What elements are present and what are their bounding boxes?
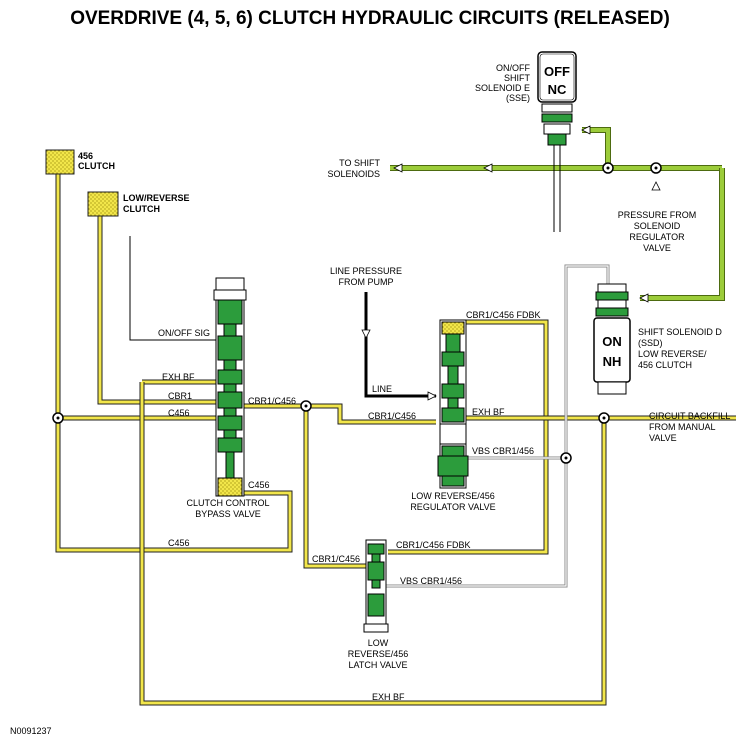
on-off-sig-line (129, 236, 218, 341)
to-shift-label-2: SOLENOIDS (327, 169, 380, 179)
low-reverse-456-latch-valve (363, 539, 389, 633)
sse-nc-text: NC (548, 82, 567, 97)
low-reverse-456-regulator-valve (437, 319, 469, 489)
latch-label-3: LATCH VALVE (348, 660, 407, 670)
junction-nodes (52, 400, 610, 464)
ssd-on-text: ON (602, 334, 622, 349)
sse-label-1: ON/OFF (496, 63, 530, 73)
clutch-456-label: 456 (78, 151, 93, 161)
exh-bf-mid-label: EXH BF (472, 407, 505, 417)
labels: ON/OFF SHIFT SOLENOID E (SSE) TO SHIFT S… (10, 63, 730, 736)
pfsr-label-1: PRESSURE FROM (618, 210, 697, 220)
clutch-456-label-2: CLUTCH (78, 161, 115, 171)
lrr-label-2: REGULATOR VALVE (410, 502, 495, 512)
line-pressure-label-2: FROM PUMP (339, 277, 394, 287)
ccb-label-2: BYPASS VALVE (195, 509, 261, 519)
c456-bypass-label: C456 (248, 480, 270, 490)
cbr1-c456-label: CBR1/C456 (248, 396, 296, 406)
ccb-label-1: CLUTCH CONTROL (186, 498, 269, 508)
ssd-nh-text: NH (603, 354, 622, 369)
cbr1-circuit-line (97, 214, 218, 405)
cbr1-c456-fdbk-label: CBR1/C456 FDBK (466, 310, 541, 320)
shift-solenoid-d: ON NH (593, 283, 631, 395)
sse-exhaust-line (553, 145, 561, 232)
clutch-456-box (45, 149, 75, 175)
to-shift-label-1: TO SHIFT (339, 158, 380, 168)
latch-label-1: LOW (368, 638, 389, 648)
solenoid-circuit (390, 127, 725, 301)
latch-label-2: REVERSE/456 (348, 649, 409, 659)
exh-bf-bottom-label: EXH BF (372, 692, 405, 702)
line-label: LINE (372, 384, 392, 394)
c456-label: C456 (168, 408, 190, 418)
sse-off-text: OFF (544, 64, 570, 79)
ssd-label-4: 456 CLUTCH (638, 360, 692, 370)
pfsr-label-3: REGULATOR (629, 232, 685, 242)
cbr1-c456-fdbk-label-2: CBR1/C456 FDBK (396, 540, 471, 550)
c456-bottom-label: C456 (168, 538, 190, 548)
on-off-sig-label: ON/OFF SIG (158, 328, 210, 338)
sse-label-2: SHIFT (504, 73, 531, 83)
low-reverse-clutch-label-2: CLUTCH (123, 204, 160, 214)
low-reverse-clutch-label: LOW/REVERSE (123, 193, 190, 203)
exh-bf-top-label: EXH BF (162, 372, 195, 382)
fdbk-line (388, 319, 549, 555)
vbs-line (466, 264, 610, 460)
low-reverse-clutch-box (87, 191, 119, 217)
shift-solenoid-e: OFF NC (537, 51, 577, 146)
backfill-label-2: FROM MANUAL (649, 422, 716, 432)
vbs-line-2 (382, 458, 568, 588)
backfill-label-1: CIRCUIT BACKFILL (649, 411, 730, 421)
vbs-cbr1-456-label-2: VBS CBR1/456 (400, 576, 462, 586)
ssd-label-1: SHIFT SOLENOID D (638, 327, 722, 337)
figure-id: N0091237 (10, 726, 52, 736)
ssd-label-2: (SSD) (638, 338, 663, 348)
clutch-circuits (55, 172, 736, 706)
cbr1-c456-label-2: CBR1/C456 (368, 411, 416, 421)
pfsr-label-2: SOLENOID (634, 221, 681, 231)
vbs-cbr1-456-label: VBS CBR1/456 (472, 446, 534, 456)
line-pressure-line (364, 292, 436, 398)
lrr-label-1: LOW REVERSE/456 (411, 491, 495, 501)
clutch-control-bypass-valve (213, 277, 247, 497)
line-pressure-label-1: LINE PRESSURE (330, 266, 402, 276)
cbr1-c456-latch-label: CBR1/C456 (312, 554, 360, 564)
pfsr-label-4: VALVE (643, 243, 671, 253)
cbr1-c456-latch-line (303, 406, 368, 569)
sse-label-4: (SSE) (506, 93, 530, 103)
backfill-label-3: VALVE (649, 433, 677, 443)
ssd-label-3: LOW REVERSE/ (638, 349, 707, 359)
cbr1-label: CBR1 (168, 391, 192, 401)
diagram-title: OVERDRIVE (4, 5, 6) CLUTCH HYDRAULIC CIR… (70, 8, 670, 29)
sse-label-3: SOLENOID E (475, 83, 530, 93)
